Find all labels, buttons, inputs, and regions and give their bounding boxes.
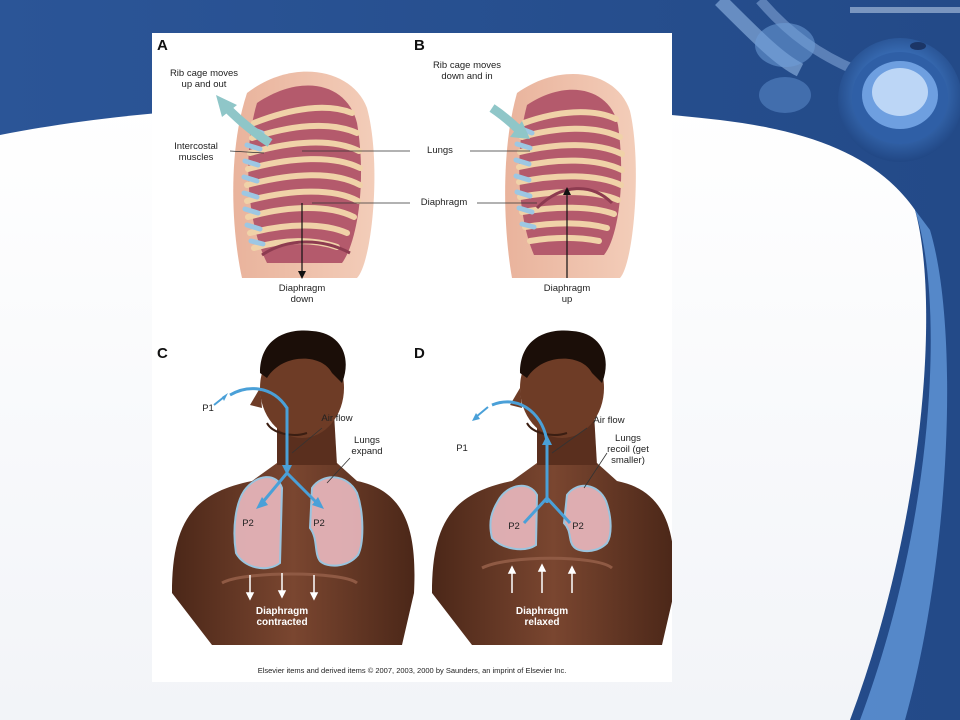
rib-cage-down-in-label: Rib cage moves down and in bbox=[432, 60, 502, 82]
breathing-mechanics-figure: A B C D Rib cage moves up and out Interc… bbox=[152, 33, 672, 682]
diaphragm-up-label: Diaphragm up bbox=[543, 283, 591, 305]
panel-c-letter: C bbox=[157, 345, 168, 362]
panel-d-p1-label: P1 bbox=[456, 443, 468, 454]
panel-c-torso bbox=[172, 330, 415, 645]
panel-b-ribcage bbox=[470, 73, 636, 279]
intercostal-muscles-label: Intercostal muscles bbox=[174, 141, 218, 163]
panel-c-p2-left-label: P2 bbox=[242, 518, 254, 529]
diaphragm-label: Diaphragm bbox=[420, 197, 468, 208]
lungs-recoil-label: Lungs recoil (get smaller) bbox=[607, 433, 649, 466]
diaphragm-contracted-label: Diaphragm contracted bbox=[255, 606, 309, 628]
panel-d-p2-left-label: P2 bbox=[508, 521, 520, 532]
panel-d-letter: D bbox=[414, 345, 425, 362]
panel-c-air-flow-label: Air flow bbox=[321, 413, 353, 424]
diaphragm-relaxed-label: Diaphragm relaxed bbox=[515, 606, 569, 628]
anatomy-illustrations bbox=[172, 71, 672, 645]
diaphragm-down-label: Diaphragm down bbox=[278, 283, 326, 305]
copyright-notice: Elsevier items and derived items © 2007,… bbox=[257, 666, 567, 675]
lungs-expand-label: Lungs expand bbox=[351, 435, 383, 457]
panel-d-air-flow-label: Air flow bbox=[593, 415, 625, 426]
lungs-label: Lungs bbox=[427, 145, 453, 156]
panel-d-p2-right-label: P2 bbox=[572, 521, 584, 532]
panel-b-letter: B bbox=[414, 37, 425, 54]
panel-a-letter: A bbox=[157, 37, 168, 54]
rib-cage-up-out-label: Rib cage moves up and out bbox=[169, 68, 239, 90]
stethoscope-icon bbox=[715, 0, 960, 162]
panel-a-ribcage bbox=[216, 71, 410, 279]
panel-c-p2-right-label: P2 bbox=[313, 518, 325, 529]
panel-d-torso bbox=[432, 330, 672, 645]
panel-c-p1-label: P1 bbox=[202, 403, 214, 414]
